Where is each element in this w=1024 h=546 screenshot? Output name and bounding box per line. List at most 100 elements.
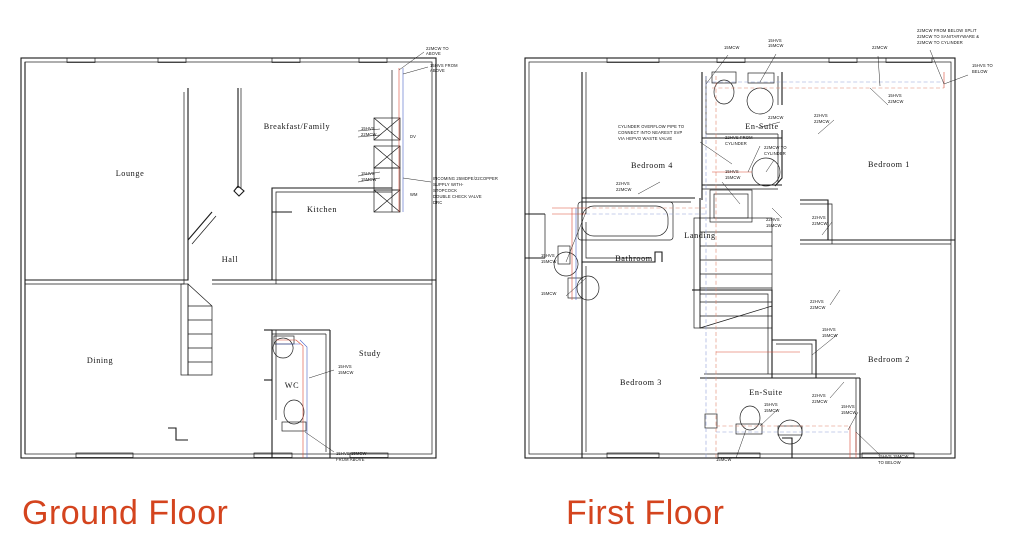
ff-annotation-44: TO BELOW	[878, 460, 901, 465]
first-floor-drawing: Bedroom 4 En-Suite Bedroom 1 Bathroom La…	[524, 28, 993, 465]
room-label-bathroom: Bathroom	[615, 254, 653, 263]
ff-annotation-36: 22HVS	[812, 393, 826, 398]
gf-pipework	[276, 68, 404, 458]
gf-annotation-8: INCOMING 25MDPE/22COPPER	[433, 176, 498, 181]
ff-annotation-23: 22HVS	[616, 181, 630, 186]
gf-annotation-15: 15HVS 15MCW	[336, 451, 367, 456]
room-label-hall: Hall	[222, 255, 239, 264]
gf-windows	[66, 57, 389, 458]
gf-annotation-0: 22MCW TO	[426, 46, 449, 51]
ff-annotation-8: BELOW	[972, 69, 988, 74]
gf-annotation-4: 15HVS	[361, 126, 375, 131]
ff-annotation-12: CONNECT INTO NEAREST SVP	[618, 130, 682, 135]
ff-room-labels: Bedroom 4 En-Suite Bedroom 1 Bathroom La…	[615, 122, 910, 397]
ground-floor-drawing: Lounge Breakfast/Family Kitchen Hall Din…	[20, 46, 498, 462]
ff-interior-walls	[525, 72, 955, 458]
ff-annotation-22: 15MCW	[725, 175, 741, 180]
gf-annotation-7: 15MCW	[361, 177, 377, 182]
first-floor-plan: Bedroom 4 En-Suite Bedroom 1 Bathroom La…	[500, 0, 1024, 480]
ff-annotation-41: 15MCW	[841, 410, 857, 415]
room-label-ensuite-lower: En-Suite	[749, 388, 782, 397]
gf-annotation-12: DRC	[433, 200, 442, 205]
ff-annotation-14: 22MCW	[768, 115, 784, 120]
gf-annotation-11: DOUBLE CHECK VALVE	[433, 194, 482, 199]
first-floor-title: First Floor	[566, 494, 725, 532]
ff-annotation-31: 15MCW	[541, 291, 557, 296]
ff-annotation-34: 15HVS	[822, 327, 836, 332]
room-label-study: Study	[359, 349, 381, 358]
ff-annotation-18: CYLINDER	[764, 151, 786, 156]
ff-annotation-40: 15HVS	[841, 404, 855, 409]
gf-staircase	[180, 283, 213, 376]
ff-annotation-39: 15MCW	[764, 408, 780, 413]
ff-bathroom-fixtures	[553, 201, 674, 301]
ff-annotation-42: 15MCW	[716, 457, 732, 462]
ff-annotation-32: 22HVS	[810, 299, 824, 304]
ff-annotation-28: 22MCW	[812, 221, 828, 226]
ff-leader-lines	[565, 49, 969, 459]
room-label-bedroom-1: Bedroom 1	[868, 160, 910, 169]
ff-annotation-29: 15HVS	[541, 253, 555, 258]
ff-annotation-20: 22MCW	[814, 119, 830, 124]
room-label-bedroom-2: Bedroom 2	[868, 355, 910, 364]
ff-annotation-38: 15HVS	[764, 402, 778, 407]
room-label-kitchen: Kitchen	[307, 205, 337, 214]
ff-annotation-1: 15HVS	[768, 38, 782, 43]
ff-annotation-25: 22HVS	[766, 217, 780, 222]
ff-annotation-30: 15MCW	[541, 259, 557, 264]
ff-annotation-33: 22MCW	[810, 305, 826, 310]
ff-annotation-11: CYLINDER OVERFLOW PIPE TO	[618, 124, 684, 129]
gf-annotation-13: 15HVS	[338, 364, 352, 369]
ff-ensuite1-fixtures	[709, 71, 781, 223]
ff-annotation-27: 22HVS	[812, 215, 826, 220]
gf-annotation-14: 15MCW	[338, 370, 354, 375]
gf-kitchen-units	[373, 70, 401, 213]
room-label-wc: WC	[285, 381, 299, 390]
room-label-dining: Dining	[87, 356, 113, 365]
ff-annotation-6: 22MCW TO CYLINDER	[917, 40, 963, 45]
ff-annotation-35: 15MCW	[822, 333, 838, 338]
ff-annotation-10: 22MCW	[888, 99, 904, 104]
gf-room-labels: Lounge Breakfast/Family Kitchen Hall Din…	[87, 122, 381, 390]
room-label-ensuite-upper: En-Suite	[745, 122, 778, 131]
ff-annotation-16: CYLINDER	[725, 141, 747, 146]
room-label-landing: Landing	[684, 231, 716, 240]
room-label-breakfast-family: Breakfast/Family	[264, 122, 331, 131]
ff-windows	[606, 57, 933, 458]
gf-appliance-tag-1: WM	[410, 192, 418, 197]
ground-floor-title: Ground Floor	[22, 494, 229, 532]
gf-annotation-6: 15HVS	[361, 171, 375, 176]
gf-annotation-3: ABOVE	[430, 68, 445, 73]
ff-annotation-9: 15HVS	[888, 93, 902, 98]
room-label-bedroom-4: Bedroom 4	[631, 161, 673, 170]
ff-annotation-26: 15MCW	[766, 223, 782, 228]
ff-annotation-4: 22MCW FROM BELOW SPLIT	[917, 28, 977, 33]
ff-annotation-17: 22MCW TO	[764, 145, 787, 150]
ff-annotation-3: 22MCW	[872, 45, 888, 50]
gf-annotation-5: 22MCW	[361, 132, 377, 137]
ff-annotation-7: 15HVS TO	[972, 63, 993, 68]
ground-floor-plan: Lounge Breakfast/Family Kitchen Hall Din…	[0, 0, 520, 480]
gf-annotation-9: SUPPLY WITH-	[433, 182, 464, 187]
gf-annotation-10: STOPCOCK	[433, 188, 457, 193]
ff-annotation-5: 22MCW TO SANITARYWARE &	[917, 34, 979, 39]
gf-appliance-tags: DV WM	[410, 134, 418, 197]
gf-appliance-tag-0: DV	[410, 134, 416, 139]
ff-annotation-24: 22MCW	[616, 187, 632, 192]
gf-annotation-1: ABOVE	[426, 51, 441, 56]
room-label-bedroom-3: Bedroom 3	[620, 378, 662, 387]
gf-leader-lines	[304, 51, 432, 453]
ff-annotation-15: 22HVS FROM	[725, 135, 753, 140]
gf-annotation-16: FROM ABOVE	[336, 457, 365, 462]
ff-annotation-21: 15HVS	[725, 169, 739, 174]
ff-annotation-19: 22HVS	[814, 113, 828, 118]
ff-annotation-0: 15MCW	[724, 45, 740, 50]
gf-annotation-2: 15HVS FROM	[430, 63, 458, 68]
ff-annotation-43: 15HVS 15MCW	[878, 454, 909, 459]
ff-pipework	[552, 72, 945, 458]
ff-annotation-13: VIA HEPVO WASTE VALVE	[618, 136, 672, 141]
ff-annotation-37: 22MCW	[812, 399, 828, 404]
room-label-lounge: Lounge	[116, 169, 145, 178]
